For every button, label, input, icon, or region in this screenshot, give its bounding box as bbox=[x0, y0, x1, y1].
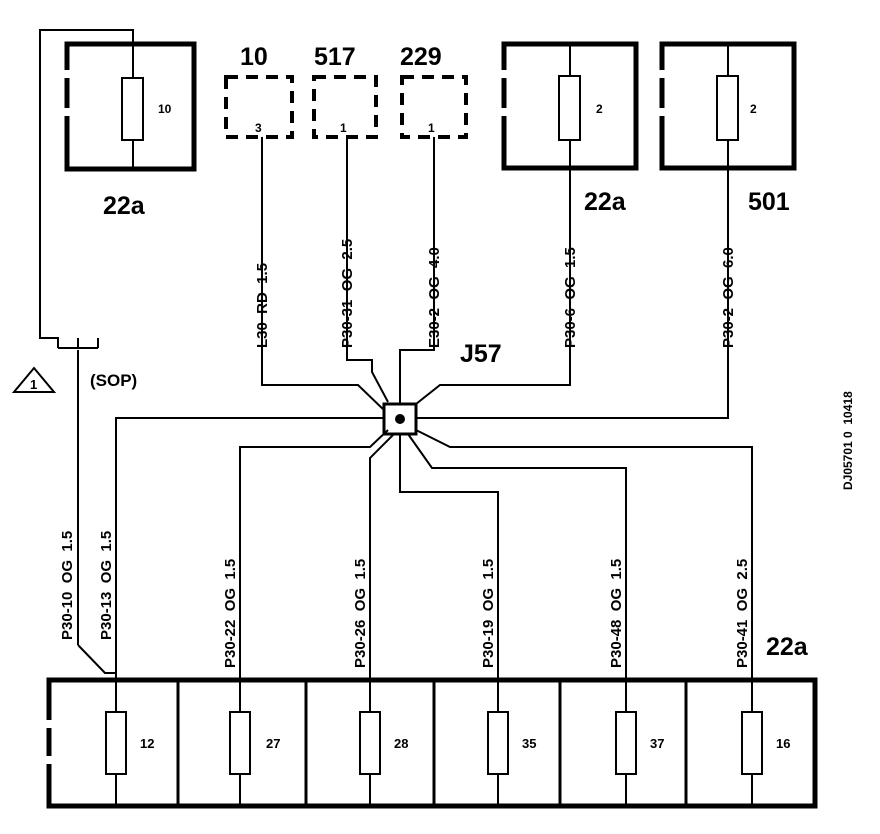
fuse-symbol bbox=[105, 711, 127, 775]
connector-header: 10 bbox=[240, 43, 268, 71]
wire-label: P30-22 OG 1.5 bbox=[222, 559, 239, 668]
fuse-number: 2 bbox=[596, 102, 603, 116]
fuse-number: 28 bbox=[394, 736, 408, 751]
wire-label: P30-10 OG 1.5 bbox=[59, 531, 76, 640]
fuse-box-label: 501 bbox=[748, 188, 790, 216]
connector-229: 229 1 bbox=[400, 43, 468, 139]
fuse-symbol bbox=[741, 711, 763, 775]
fuse-symbol bbox=[615, 711, 637, 775]
wire-label: P30-19 OG 1.5 bbox=[480, 559, 497, 668]
fuse-box-22a-top-right: 2 22a bbox=[500, 41, 639, 216]
connector-10: 10 3 bbox=[224, 43, 294, 139]
fuse-number: 16 bbox=[776, 736, 790, 751]
fuse-box-label: 22a bbox=[103, 192, 146, 220]
wire-label: P30-2 OG 6.0 bbox=[720, 247, 737, 348]
splice-node bbox=[395, 414, 405, 424]
fuse-symbol bbox=[716, 75, 739, 141]
fuse-symbol bbox=[558, 75, 581, 141]
warning-number: 1 bbox=[30, 377, 37, 392]
splice-j57: J57 bbox=[382, 340, 502, 436]
splice-label: J57 bbox=[460, 340, 502, 368]
wire-label: P30-41 OG 2.5 bbox=[734, 559, 751, 668]
connector-pin: 3 bbox=[255, 121, 262, 135]
fuse-symbol bbox=[229, 711, 251, 775]
fuse-number: 10 bbox=[158, 102, 172, 116]
fuse-symbol bbox=[359, 711, 381, 775]
wire-label: E30-2 OG 4.0 bbox=[426, 247, 443, 348]
fuse-box-22a-top-left: 10 22a bbox=[63, 41, 197, 220]
fuse-box-label: 22a bbox=[766, 633, 809, 661]
fuse-symbol bbox=[487, 711, 509, 775]
fuse-number: 27 bbox=[266, 736, 280, 751]
connector-517: 517 1 bbox=[312, 43, 378, 139]
connector-header: 229 bbox=[400, 43, 442, 71]
connector-pin: 1 bbox=[428, 121, 435, 135]
upper-wires bbox=[261, 137, 729, 419]
fuse-box-22a-bottom: 22a 12 27 28 35 37 16 bbox=[45, 633, 818, 809]
wire-label: P30-6 OG 1.5 bbox=[562, 247, 579, 348]
sop-label: (SOP) bbox=[90, 371, 137, 390]
connector-pin: 1 bbox=[340, 121, 347, 135]
fuse-number: 37 bbox=[650, 736, 664, 751]
wire-label: P30-13 OG 1.5 bbox=[98, 531, 115, 640]
wire-label: P30-26 OG 1.5 bbox=[352, 559, 369, 668]
warning-triangle-icon bbox=[11, 366, 57, 393]
fuse-number: 12 bbox=[140, 736, 154, 751]
wire-label: P30-48 OG 1.5 bbox=[608, 559, 625, 668]
fuse-number: 35 bbox=[522, 736, 536, 751]
wire-label: L30 RD 1.5 bbox=[254, 263, 271, 348]
lower-wires bbox=[115, 417, 753, 710]
fuse-number: 2 bbox=[750, 102, 757, 116]
sop-wire: 1 (SOP) bbox=[11, 29, 137, 674]
fuse-symbol bbox=[121, 77, 144, 141]
wire-label: P30-31 OG 2.5 bbox=[339, 239, 356, 348]
document-id: DJ05701 0 10418 bbox=[841, 391, 855, 490]
connector-header: 517 bbox=[314, 43, 356, 71]
fuse-box-label: 22a bbox=[584, 188, 627, 216]
